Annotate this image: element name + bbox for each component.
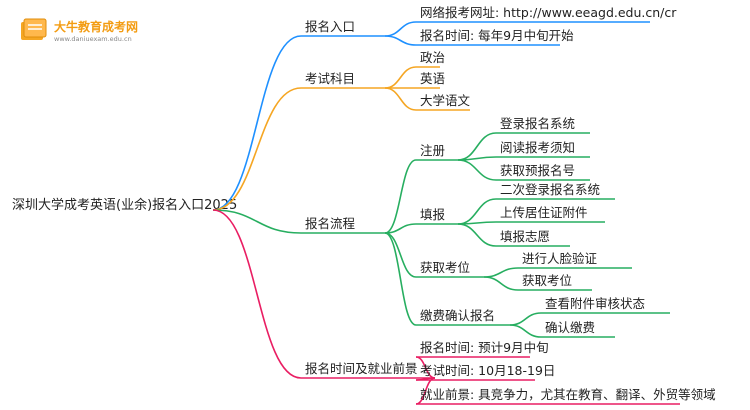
child-label-4-1: 报名时间: 预计9月中旬	[420, 340, 549, 355]
leaf-connector-3-3-1	[483, 267, 519, 278]
branch-connector-1	[212, 35, 302, 211]
leaf-connector-3-1-1	[457, 132, 497, 161]
branch-label-4: 报名时间及就业前景	[305, 361, 418, 376]
branch-label-3: 报名流程	[305, 216, 356, 231]
root-topic: 深圳大学成考英语(业余)报名入口2025	[12, 198, 238, 213]
child-label-2-2: 英语	[420, 71, 446, 86]
leaf-connector-3-2-1	[457, 198, 497, 225]
logo-url: www.daniuexam.edu.cn	[54, 35, 132, 43]
leaf-connector-3-1-3	[457, 159, 497, 181]
leaf-connector-3-3-2	[483, 276, 519, 291]
site-logo: 大牛教育成考网 www.daniuexam.edu.cn	[18, 14, 148, 48]
leaf-label-3-2-3: 填报志愿	[500, 229, 551, 244]
leaf-label-3-4-2: 确认缴费	[545, 320, 596, 335]
logo-title: 大牛教育成考网	[54, 20, 139, 34]
child-label-1-1: 网络报考网址: http://www.eeagd.edu.cn/cr	[420, 5, 677, 20]
leaf-label-3-3-1: 进行人脸验证	[522, 251, 598, 266]
child-label-3-4: 缴费确认报名	[420, 308, 496, 323]
leaf-connector-3-2-3	[457, 223, 497, 247]
child-connector-1-1	[384, 21, 417, 37]
branch-label-1: 报名入口	[305, 19, 356, 34]
child-connector-3-4	[384, 232, 417, 326]
child-label-1-2: 报名时间: 每年9月中旬开始	[420, 28, 574, 43]
leaf-label-3-1-3: 获取预报名号	[500, 163, 576, 178]
child-connector-2-3	[384, 87, 417, 111]
leaf-label-3-3-2: 获取考位	[522, 273, 573, 288]
branch-connector-4	[212, 209, 302, 379]
leaf-label-3-2-1: 二次登录报名系统	[500, 182, 601, 197]
child-label-2-3: 大学语文	[420, 93, 471, 108]
child-connector-3-1	[384, 159, 417, 234]
child-label-4-2: 考试时间: 10月18-19日	[420, 363, 556, 378]
child-label-4-3: 就业前景: 具竞争力，尤其在教育、翻译、外贸等领域	[420, 387, 716, 402]
book-logo-icon	[21, 18, 47, 40]
child-connector-3-3	[384, 232, 417, 278]
leaf-label-3-1-1: 登录报名系统	[500, 116, 576, 131]
leaf-label-3-1-2: 阅读报考须知	[500, 140, 576, 155]
child-label-2-1: 政治	[420, 50, 446, 65]
leaf-connector-3-4-1	[509, 312, 542, 326]
branch-label-2: 考试科目	[305, 71, 356, 86]
leaf-label-3-4-1: 查看附件审核状态	[545, 296, 646, 311]
child-connector-3-2	[384, 223, 417, 234]
branch-connector-3	[212, 209, 302, 234]
child-label-3-1: 注册	[420, 143, 446, 158]
branch-connector-2	[212, 87, 302, 211]
child-label-3-2: 填报	[420, 207, 446, 222]
leaf-label-3-2-2: 上传居住证附件	[500, 205, 588, 220]
child-label-3-3: 获取考位	[420, 260, 471, 275]
child-connector-1-2	[384, 35, 417, 46]
leaf-connector-3-4-2	[509, 324, 542, 338]
child-connector-2-1	[384, 66, 417, 89]
